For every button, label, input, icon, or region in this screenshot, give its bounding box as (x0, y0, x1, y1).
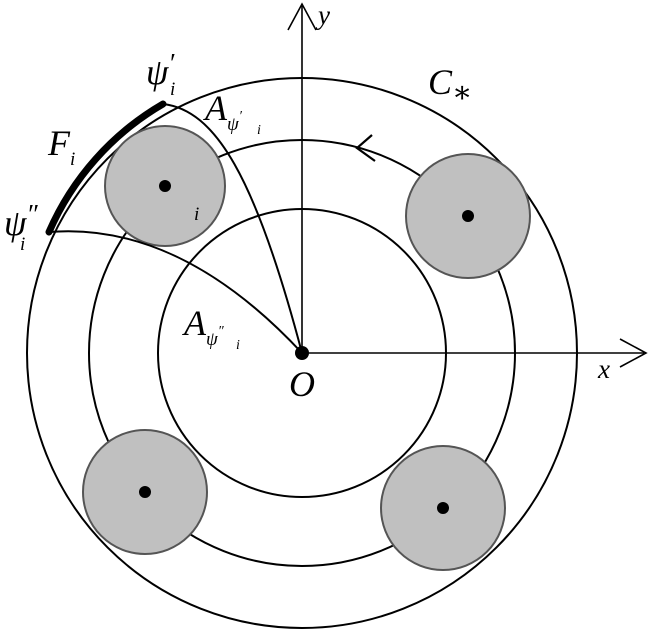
label-x-axis: x (597, 354, 610, 384)
rotation-arrow-icon (355, 134, 376, 162)
disk-lower-right (380, 445, 506, 571)
curve-A-psi-double-prime (48, 230, 303, 354)
A-psi-double-prime-subscript: ψ (206, 329, 219, 350)
y-axis-arrowhead (287, 2, 317, 31)
label-C-star-asterisk: ∗ (452, 76, 472, 109)
disk-center-dot (139, 486, 151, 498)
label-psi-double-prime-i: ψ″ (4, 199, 38, 243)
disk-upper-right (405, 153, 531, 279)
label-y-axis: y (315, 0, 330, 30)
label-psi-prime-sub: i (170, 79, 175, 100)
label-disk-i: i (194, 204, 199, 225)
label-A-psi-prime-sub-i: i (257, 123, 261, 138)
disk-center-dot (437, 502, 449, 514)
x-axis (302, 338, 648, 368)
psi-double-prime-mark: ″ (26, 199, 38, 229)
A-psi-prime-subscript: ψ (227, 114, 240, 135)
arc-F-i (45, 100, 167, 236)
psi-prime-mark: ′ (168, 48, 175, 78)
label-A-psi-double-prime: Aψ″ (182, 303, 224, 350)
label-psi-double-prime-sub: i (20, 234, 25, 255)
label-A-psi-double-prime-sub-i: i (236, 338, 240, 353)
A-psi-prime-mark: ′ (239, 109, 243, 124)
label-C-star: C∗ (428, 62, 472, 109)
disk-center-dot (462, 210, 474, 222)
curve-A-psi-prime (162, 103, 303, 354)
label-psi-prime-i: ψ′ (146, 48, 175, 92)
disk-lower-left (82, 429, 208, 555)
origin-dot (295, 346, 309, 360)
label-F-i-sub: i (70, 149, 75, 170)
disk-i (104, 125, 226, 247)
A-psi-double-prime-mark: ″ (218, 324, 224, 339)
label-F-i: Fi (47, 123, 75, 170)
y-axis (287, 2, 317, 353)
x-axis-arrowhead (619, 338, 648, 368)
label-A-psi-prime: Aψ′ (203, 88, 243, 135)
disk-center-dot (159, 180, 171, 192)
label-origin: O (289, 364, 315, 404)
